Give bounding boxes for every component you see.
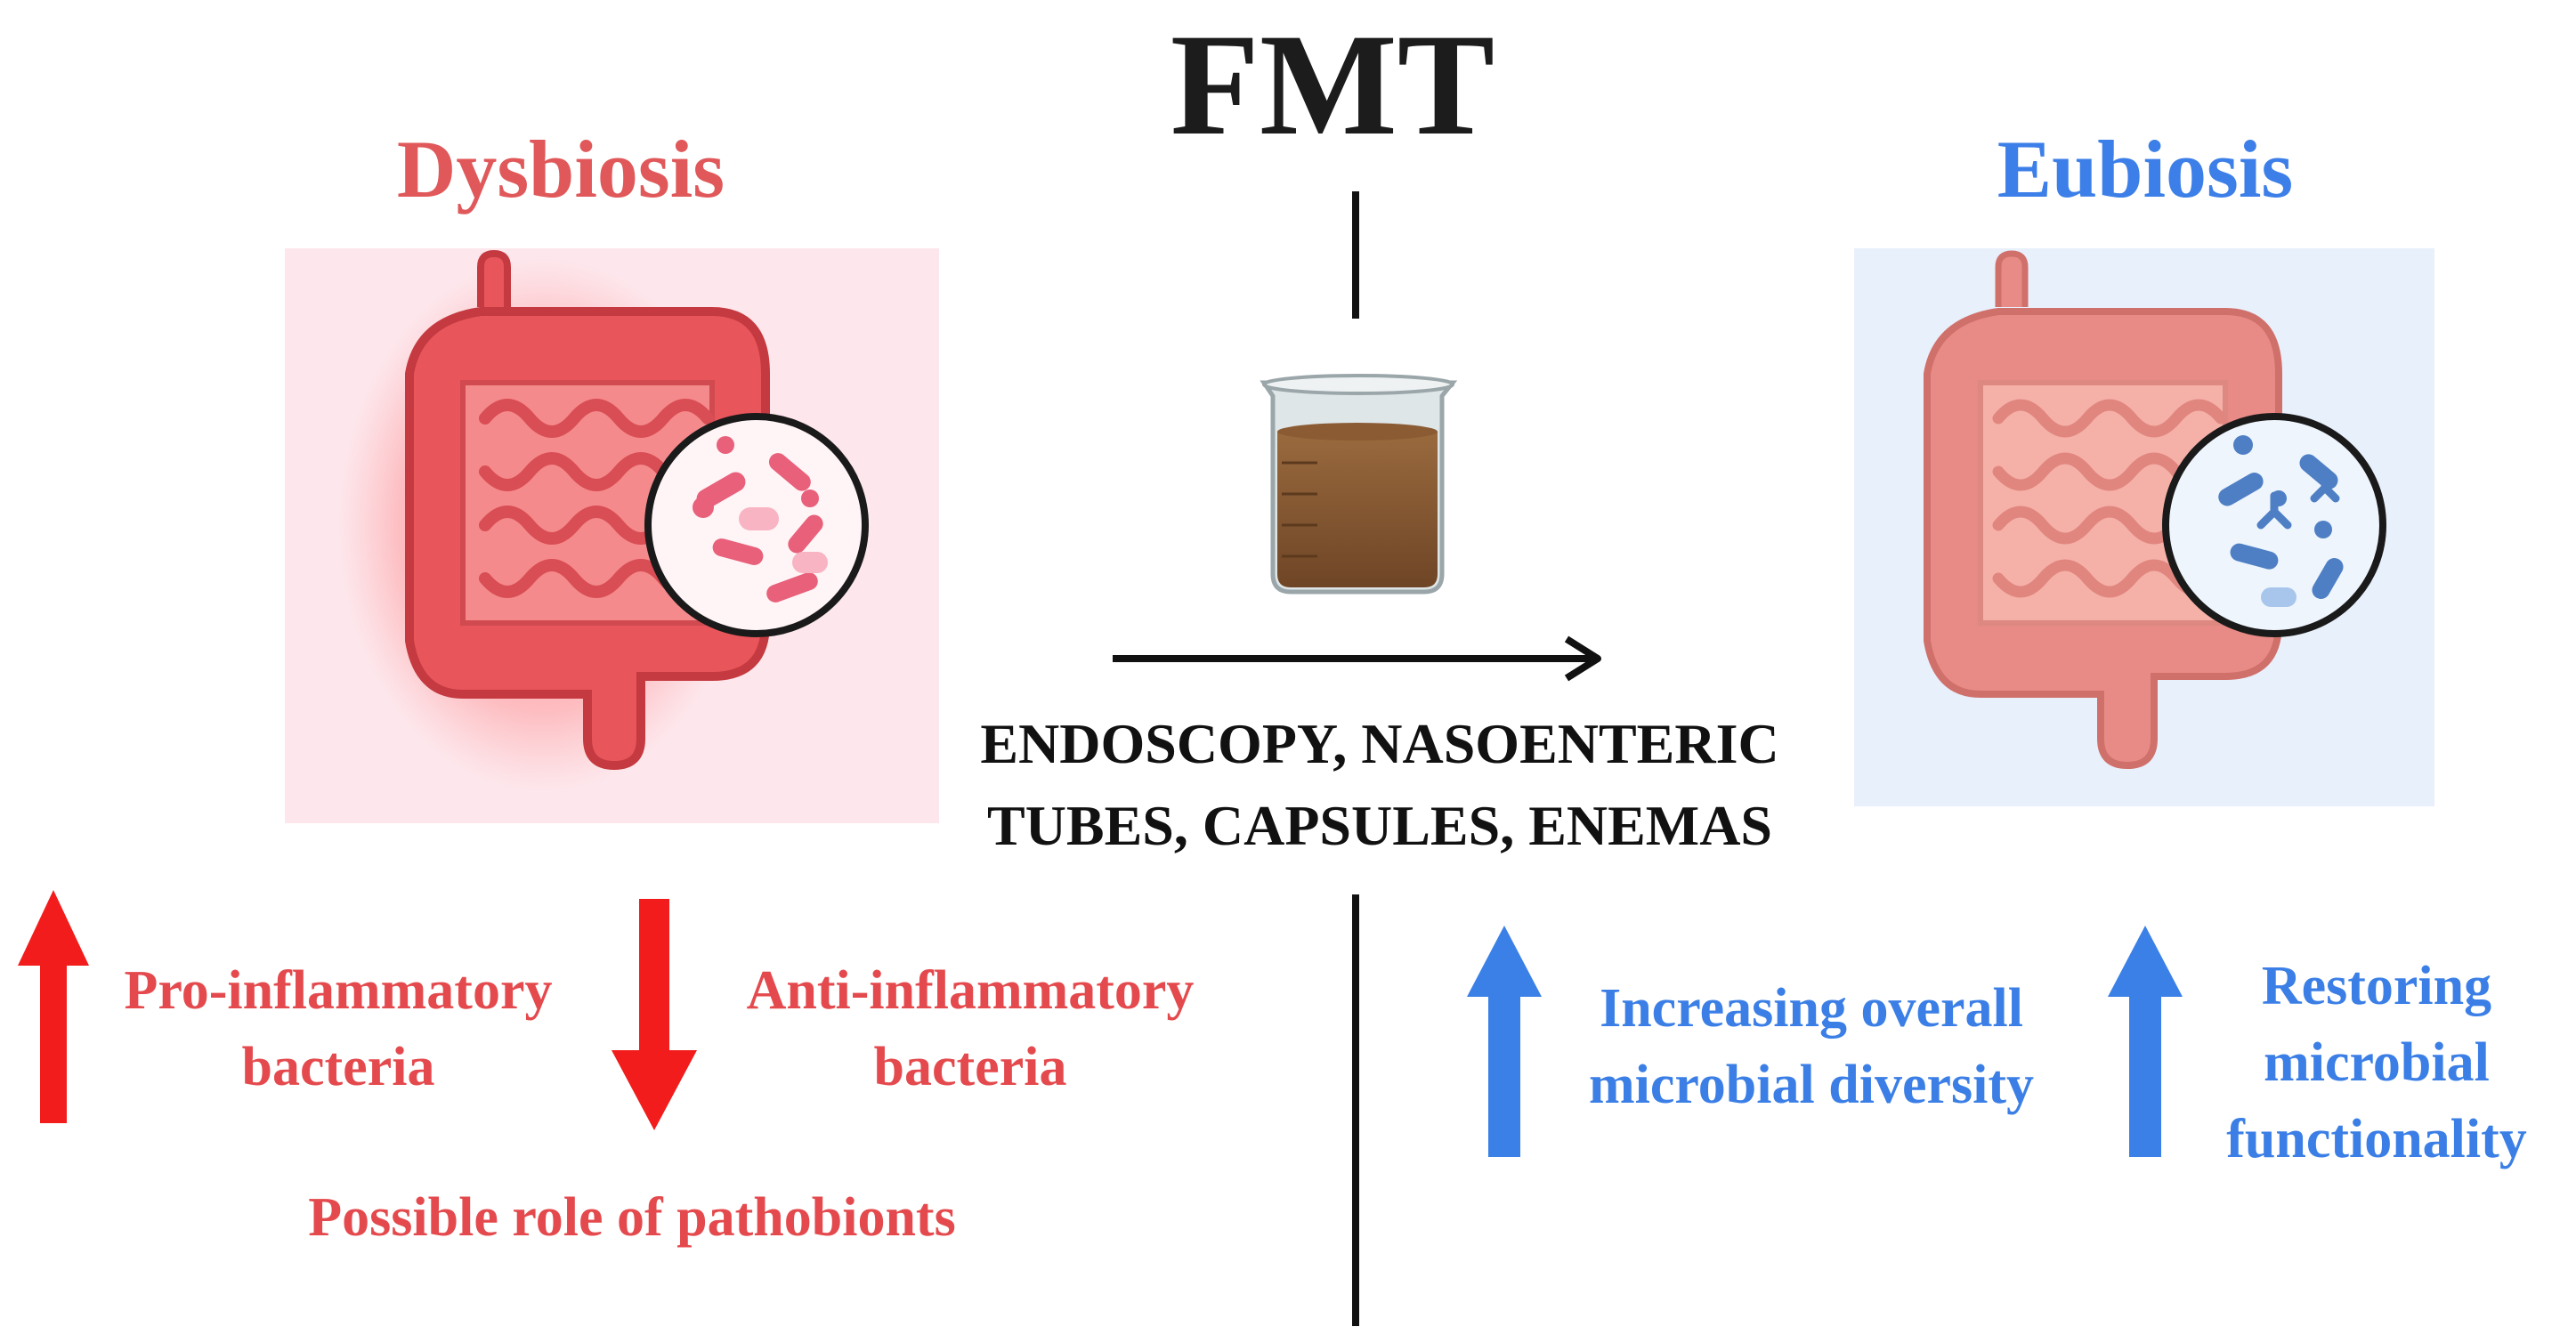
diagram-title: FMT	[1170, 4, 1495, 166]
harmful-bacteria-magnifier-icon	[644, 413, 869, 637]
beaker-icon	[1260, 374, 1458, 595]
method-line-2: TUBES, CAPSULES, ENEMAS	[987, 794, 1772, 857]
diversity-line-1: Increasing overall	[1600, 978, 2023, 1039]
down-arrow-icon	[612, 899, 697, 1130]
pro-inflammatory-line-2: bacteria	[241, 1037, 435, 1097]
up-arrow-icon	[18, 890, 89, 1123]
pro-inflammatory-label: Pro-inflammatory bacteria	[89, 952, 587, 1105]
method-line-1: ENDOSCOPY, NASOENTERIC	[980, 712, 1779, 775]
functionality-line-2: microbial	[2264, 1032, 2490, 1093]
diversity-label: Increasing overall microbial diversity	[1549, 970, 2074, 1123]
dysbiosis-heading: Dysbiosis	[396, 124, 725, 214]
transfer-arrow-icon	[1113, 635, 1601, 682]
anti-inflammatory-line-1: Anti-inflammatory	[746, 960, 1195, 1021]
diversity-line-2: microbial diversity	[1589, 1055, 2034, 1115]
up-arrow-icon	[2108, 926, 2183, 1157]
up-arrow-icon	[1467, 926, 1542, 1157]
healthy-intestine-icon	[1924, 250, 2282, 770]
pathobionts-label: Possible role of pathobionts	[308, 1187, 956, 1248]
functionality-label: Restoring microbial functionality	[2190, 948, 2564, 1177]
pro-inflammatory-line-1: Pro-inflammatory	[124, 960, 553, 1021]
functionality-line-3: functionality	[2226, 1109, 2527, 1169]
eubiosis-heading: Eubiosis	[1997, 124, 2294, 214]
functionality-line-1: Restoring	[2261, 956, 2492, 1016]
delivery-methods: ENDOSCOPY, NASOENTERIC TUBES, CAPSULES, …	[917, 703, 1843, 867]
beneficial-bacteria-magnifier-icon	[2162, 413, 2386, 637]
anti-inflammatory-label: Anti-inflammatory bacteria	[712, 952, 1228, 1105]
inflamed-intestine-icon	[338, 249, 770, 792]
anti-inflammatory-line-2: bacteria	[873, 1037, 1067, 1097]
